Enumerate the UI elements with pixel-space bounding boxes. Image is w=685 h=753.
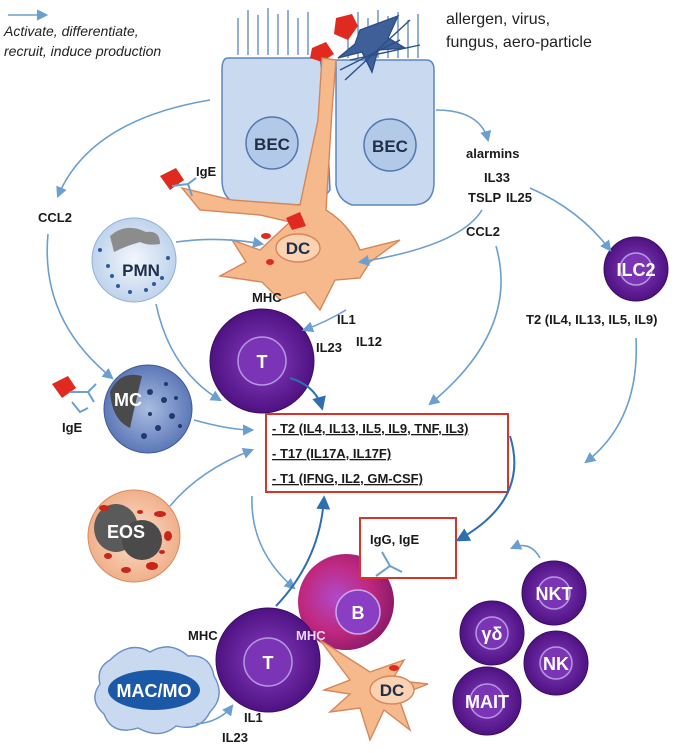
trigger-text-1: allergen, virus, <box>446 11 550 28</box>
il25-label: IL25 <box>506 190 532 205</box>
mhc-b-label: MHC <box>296 628 326 643</box>
ige-antibody-top-icon <box>160 168 197 197</box>
bec-label-right: BEC <box>372 137 408 156</box>
arrow-il-to-t-top <box>301 309 347 333</box>
arrow-alarmins-to-ilc2 <box>529 187 612 252</box>
t-cell-bottom: T <box>215 607 321 713</box>
arrows <box>46 99 638 725</box>
eosinophil-cell: EOS <box>87 489 181 583</box>
arrow-mac-to-t <box>195 704 234 725</box>
trigger-text-2: fungus, aero-particle <box>446 34 592 51</box>
il23-top-label: IL23 <box>316 340 342 355</box>
ilc2-output-label: T2 (IL4, IL13, IL5, IL9) <box>526 312 657 327</box>
nk-label: NK <box>543 654 569 674</box>
arrow-box-to-antibody <box>455 435 516 542</box>
ccl2-left-label: CCL2 <box>38 210 72 225</box>
cytokine-t1: - T1 (IFNG, IL2, GM-CSF) <box>272 471 423 486</box>
cytokine-box: - T2 (IL4, IL13, IL5, IL9, TNF, IL3) - T… <box>265 413 509 493</box>
arrow-innate-to-antibody <box>509 539 541 559</box>
allergen-icon <box>310 14 358 62</box>
arrow-ilc2-to-box <box>584 337 638 464</box>
t-bottom-label: T <box>263 653 274 673</box>
tslp-label: TSLP <box>468 190 502 205</box>
mast-cell: MC <box>103 364 193 454</box>
ige-label-top: IgE <box>196 164 217 179</box>
antibody-text: IgG, IgE <box>370 532 419 547</box>
nkt-label: NKT <box>536 584 573 604</box>
cytokine-t2: - T2 (IL4, IL13, IL5, IL9, TNF, IL3) <box>272 421 468 436</box>
mait-label: MAIT <box>465 692 509 712</box>
mac-label: MAC/MO <box>117 681 192 701</box>
arrow-mc-to-box <box>193 419 255 436</box>
pmn-cell: PMN <box>91 217 177 303</box>
bec-nucleus-right <box>363 118 417 172</box>
innate-lymphocyte-cluster: NKT γδ NK MAIT <box>452 560 589 736</box>
arrow-bec-to-ccl2 <box>56 99 211 199</box>
arrow-pmn-to-dc <box>175 236 265 248</box>
ige-antibody-mc-icon <box>52 376 97 414</box>
bec-nucleus-left <box>245 116 299 170</box>
il1-bottom-label: IL1 <box>244 710 263 725</box>
dc-top-label: DC <box>286 239 311 258</box>
arrow-pmn-to-box <box>155 303 222 402</box>
ige-label-mc: IgE <box>62 420 83 435</box>
dc-bottom-label: DC <box>380 681 405 700</box>
arrow-ccl2-to-box <box>428 245 502 406</box>
dc-top-nucleus <box>275 233 321 263</box>
arrow-ccl2-to-mc <box>46 233 114 380</box>
ilc2-cell: ILC2 <box>603 236 669 302</box>
t-cell-top: T <box>209 308 315 414</box>
dendritic-cell-bottom: DC <box>319 639 429 742</box>
gd-label: γδ <box>482 624 503 644</box>
ilc2-label: ILC2 <box>616 260 655 280</box>
bec-label-left: BEC <box>254 135 290 154</box>
alarmins-label: alarmins <box>466 146 519 161</box>
dendritic-cell-top: DC <box>180 57 401 312</box>
b-label: B <box>352 603 365 623</box>
cytokine-t17: - T17 (IL17A, IL17F) <box>272 446 391 461</box>
il12-label: IL12 <box>356 334 382 349</box>
il33-label: IL33 <box>484 170 510 185</box>
arrow-eos-to-box <box>169 447 255 507</box>
antibody-icon <box>375 551 403 577</box>
arrow-t-bottom-to-box <box>275 495 331 607</box>
arrow-box-to-b <box>251 495 296 590</box>
arrow-t-top-to-box <box>289 377 326 411</box>
arrow-alarmins-to-dc <box>357 209 483 267</box>
antibody-box: IgG, IgE <box>359 517 457 579</box>
mhc-left-label: MHC <box>188 628 218 643</box>
macrophage-cell: MAC/MO <box>94 646 220 735</box>
il23-bottom-label: IL23 <box>222 730 248 745</box>
legend-text-1: Activate, differentiate, <box>3 23 139 39</box>
arrow-bec-to-alarmins <box>435 109 492 143</box>
legend: Activate, differentiate, recruit, induce… <box>3 9 161 59</box>
legend-text-2: recruit, induce production <box>4 43 161 59</box>
eos-label: EOS <box>107 522 145 542</box>
pmn-label: PMN <box>122 261 160 280</box>
aero-particle-icon <box>337 14 421 81</box>
t-top-label: T <box>257 352 268 372</box>
ccl2-right-label: CCL2 <box>466 224 500 239</box>
mhc-top-label: MHC <box>252 290 282 305</box>
il1-top-label: IL1 <box>337 312 356 327</box>
mc-label: MC <box>114 390 142 410</box>
